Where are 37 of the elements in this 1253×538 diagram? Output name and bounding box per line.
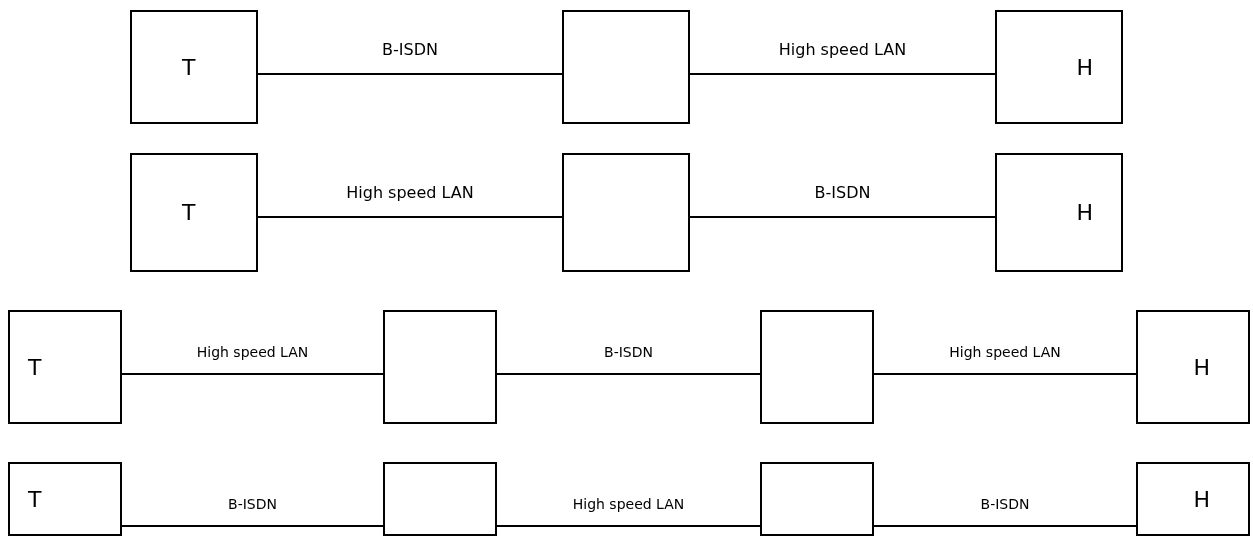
node-label: T	[28, 486, 42, 512]
connector-line	[496, 373, 761, 375]
edge-label: High speed LAN	[947, 344, 1063, 360]
connector-line	[689, 73, 996, 75]
terminal-box	[1136, 310, 1250, 424]
terminal-box	[130, 153, 258, 272]
terminal-box	[995, 153, 1123, 272]
node-label: T	[182, 200, 196, 225]
connector-line	[121, 373, 384, 375]
terminal-box	[995, 10, 1123, 124]
node-label: H	[1076, 200, 1093, 225]
terminal-box	[760, 310, 874, 424]
terminal-box	[8, 310, 122, 424]
terminal-box	[383, 462, 497, 536]
connector-line	[873, 525, 1137, 527]
connector-line	[496, 525, 761, 527]
connector-line	[121, 525, 384, 527]
node-label: T	[182, 54, 196, 80]
edge-label: B-ISDN	[978, 496, 1032, 512]
terminal-box	[760, 462, 874, 536]
node-label: H	[1076, 54, 1093, 80]
edge-label: High speed LAN	[344, 183, 476, 202]
connector-line	[257, 216, 563, 218]
node-label: H	[1193, 486, 1210, 512]
connector-line	[873, 373, 1137, 375]
connector-line	[257, 73, 563, 75]
terminal-box	[562, 10, 690, 124]
terminal-box	[562, 153, 690, 272]
terminal-box	[383, 310, 497, 424]
connector-line	[689, 216, 996, 218]
terminal-box	[8, 462, 122, 536]
node-label: H	[1193, 354, 1210, 380]
terminal-box	[1136, 462, 1250, 536]
edge-label: B-ISDN	[226, 496, 279, 512]
node-label: T	[28, 354, 42, 380]
edge-label: B-ISDN	[602, 344, 655, 360]
terminal-box	[130, 10, 258, 124]
